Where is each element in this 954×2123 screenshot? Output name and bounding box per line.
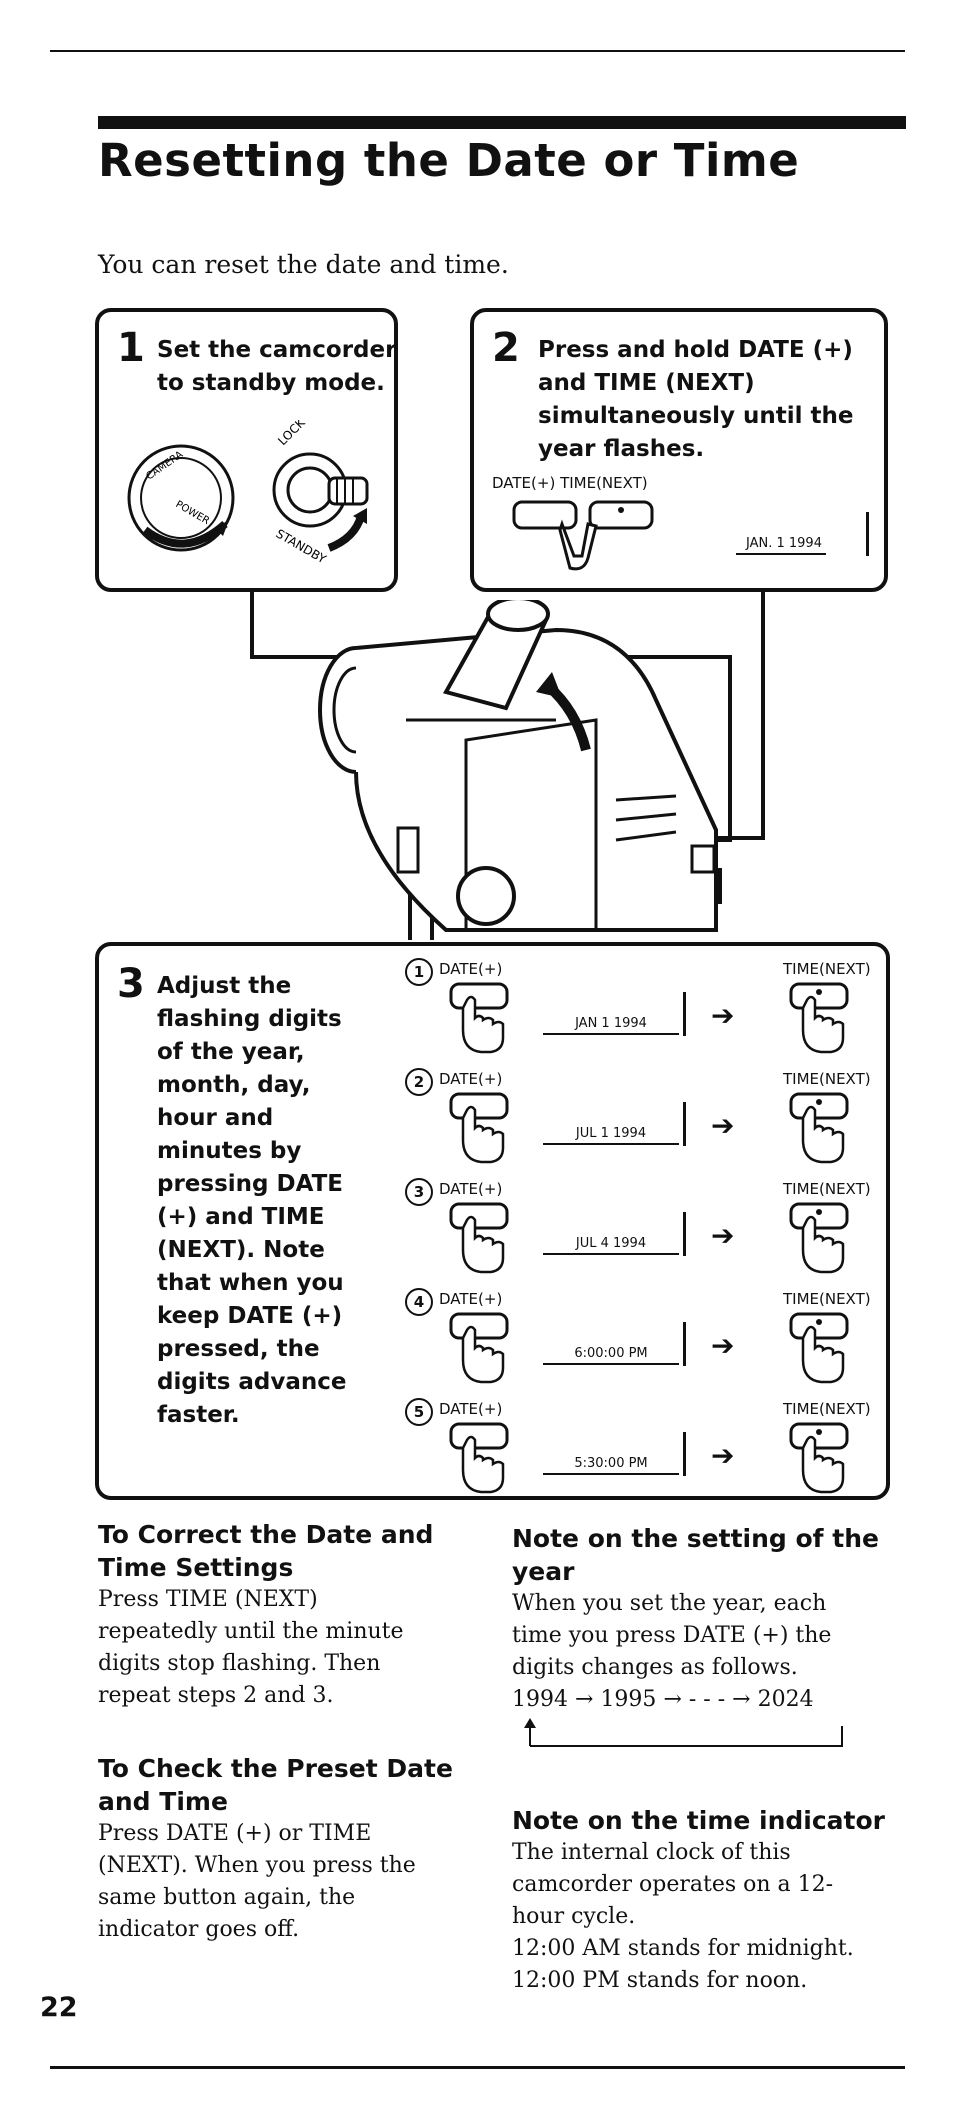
step-3-number: 3 — [117, 961, 145, 1007]
hand-pressing-time-icon — [789, 1312, 849, 1384]
time-button-label: TIME(NEXT) — [783, 1290, 871, 1308]
check-body: Press DATE (+) or TIME (NEXT). When you … — [98, 1821, 416, 1942]
date-display: 5:30:00 PM — [543, 1456, 679, 1475]
year-sequence: 1994 → 1995 → - - - → 2024 — [512, 1687, 814, 1712]
check-heading: To Check the Preset Date and Time — [98, 1754, 453, 1816]
time-button-label: TIME(NEXT) — [783, 960, 871, 978]
row-index-badge: 1 — [405, 958, 433, 986]
note-time-heading: Note on the time indicator — [512, 1806, 885, 1835]
svg-text:POWER: POWER — [174, 499, 212, 527]
date-display: JAN 1 1994 — [543, 1016, 679, 1035]
check-section: To Check the Preset Date and Time Press … — [98, 1752, 478, 1946]
hand-pressing-date-icon — [449, 1422, 509, 1494]
step-3-row: 5 DATE(+) 5:30:00 PM ➔ TIME(NEXT) — [99, 1394, 889, 1504]
time-button-label: TIME(NEXT) — [783, 1400, 871, 1418]
svg-text:CAMERA: CAMERA — [144, 449, 185, 482]
step-1-instruction: Set the camcorder to standby mode. — [157, 337, 397, 396]
bottom-rule — [50, 2066, 905, 2069]
camcorder-illustration — [318, 600, 718, 932]
year-loop-arrow — [524, 1718, 843, 1747]
svg-text:LOCK: LOCK — [275, 420, 308, 448]
hand-pressing-time-icon — [789, 1092, 849, 1164]
date-time-buttons-illustration — [512, 500, 654, 571]
intro-text: You can reset the date and time. — [98, 250, 509, 279]
note-year-heading: Note on the setting of the year — [512, 1524, 879, 1586]
date-button-label: DATE(+) — [439, 960, 503, 978]
step-3-box: 3 Adjust the flashing digits of the year… — [95, 942, 890, 1500]
time-button-label: TIME(NEXT) — [783, 1180, 871, 1198]
correct-section: To Correct the Date and Time Settings Pr… — [98, 1518, 478, 1712]
hand-pressing-time-icon — [789, 1422, 849, 1494]
step-3-row: 2 DATE(+) JUL 1 1994 ➔ TIME(NEXT) — [99, 1064, 889, 1174]
step-3-row: 4 DATE(+) 6:00:00 PM ➔ TIME(NEXT) — [99, 1284, 889, 1394]
correct-heading: To Correct the Date and Time Settings — [98, 1520, 434, 1582]
note-time-section: Note on the time indicator The internal … — [512, 1804, 912, 1997]
step-3-row: 1 DATE(+) JAN 1 1994 ➔ TIME(NEXT) — [99, 954, 889, 1064]
note-year-body: When you set the year, each time you pre… — [512, 1591, 832, 1680]
row-index-badge: 5 — [405, 1398, 433, 1426]
mode-dial-illustration: CAMERA POWER LOCK STANDBY — [127, 420, 369, 567]
date-button-label: DATE(+) — [439, 1070, 503, 1088]
date-display: JUL 1 1994 — [543, 1126, 679, 1145]
step-1-number: 1 — [117, 325, 145, 371]
date-button-label: DATE(+) — [439, 1400, 503, 1418]
arrow-right-icon: ➔ — [711, 1219, 735, 1252]
arrow-right-icon: ➔ — [711, 1109, 735, 1142]
note-time-body: The internal clock of this camcorder ope… — [512, 1840, 854, 1993]
date-time-buttons-label: DATE(+) TIME(NEXT) — [492, 474, 648, 492]
page-number: 22 — [40, 1992, 78, 2023]
arrow-right-icon: ➔ — [711, 1329, 735, 1362]
step-2-number: 2 — [492, 325, 520, 371]
hand-pressing-time-icon — [789, 1202, 849, 1274]
title-bar — [98, 116, 906, 129]
svg-text:STANDBY: STANDBY — [274, 526, 330, 566]
hand-pressing-date-icon — [449, 982, 509, 1054]
hand-pressing-time-icon — [789, 982, 849, 1054]
arrow-right-icon: ➔ — [711, 999, 735, 1032]
step-1-box: 1 Set the camcorder to standby mode. CAM… — [95, 308, 398, 592]
row-index-badge: 3 — [405, 1178, 433, 1206]
note-year-section: Note on the setting of the year When you… — [512, 1522, 912, 1750]
hand-pressing-date-icon — [449, 1092, 509, 1164]
date-display: 6:00:00 PM — [543, 1346, 679, 1365]
date-button-label: DATE(+) — [439, 1290, 503, 1308]
time-button-label: TIME(NEXT) — [783, 1070, 871, 1088]
step-3-instruction: Adjust the flashing digits of the year, … — [157, 973, 347, 1428]
step-2-instruction: Press and hold DATE (+) and TIME (NEXT) … — [538, 337, 854, 462]
page-title: Resetting the Date or Time — [98, 134, 800, 187]
date-display: JUL 4 1994 — [543, 1236, 679, 1255]
top-rule — [50, 50, 905, 52]
correct-body: Press TIME (NEXT) repeatedly until the m… — [98, 1587, 404, 1708]
row-index-badge: 4 — [405, 1288, 433, 1316]
date-button-label: DATE(+) — [439, 1180, 503, 1198]
hand-pressing-date-icon — [449, 1202, 509, 1274]
step-2-box: 2 Press and hold DATE (+) and TIME (NEXT… — [470, 308, 888, 592]
hand-pressing-date-icon — [449, 1312, 509, 1384]
arrow-right-icon: ➔ — [711, 1439, 735, 1472]
step-2-display: JAN. 1 1994 — [736, 536, 826, 555]
row-index-badge: 2 — [405, 1068, 433, 1096]
step-3-row: 3 DATE(+) JUL 4 1994 ➔ TIME(NEXT) — [99, 1174, 889, 1284]
